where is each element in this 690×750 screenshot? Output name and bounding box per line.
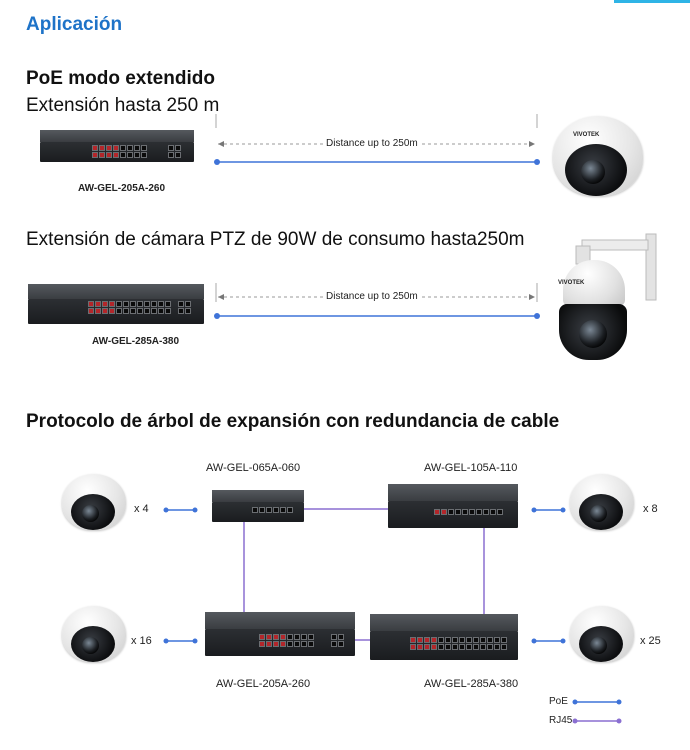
camera-count-top-right: x 8	[643, 503, 658, 515]
diagram-label-105a: AW-GEL-105A-110	[424, 462, 518, 474]
switch-model-label-2: AW-GEL-285A-380	[92, 336, 180, 347]
distance-label-2: Distance up to 250m	[323, 291, 421, 302]
switch-aw-gel-205a-260	[205, 612, 355, 656]
top-accent-bar	[614, 0, 690, 3]
switch-aw-gel-285a-380-top	[28, 284, 204, 324]
switch-aw-gel-285a-380	[370, 614, 518, 660]
heading-poe-extended: PoE modo extendido	[26, 68, 215, 89]
camera-count-bottom-right: x 25	[640, 635, 661, 647]
switch-aw-gel-105a-110	[388, 484, 518, 528]
heading-stp: Protocolo de árbol de expansión con redu…	[26, 411, 560, 432]
poe-link-1	[214, 159, 540, 165]
legend-label-rj45: RJ45	[549, 715, 573, 726]
switch-aw-gel-065a-060	[212, 490, 304, 522]
ptz-bracket	[575, 233, 657, 301]
dome-camera-bottom-left	[62, 606, 126, 666]
switch-aw-gel-205a-260-top	[40, 130, 194, 162]
dome-camera-top-right	[570, 474, 634, 534]
diagram-label-285a: AW-GEL-285A-380	[424, 678, 519, 690]
camera-count-top-left: x 4	[134, 503, 149, 515]
camera-brand-ptz: VIVOTEK	[558, 280, 585, 286]
diagram-label-205a: AW-GEL-205A-260	[216, 678, 311, 690]
poe-link-2	[214, 313, 540, 319]
rj45-links	[243, 508, 485, 641]
dome-camera-1: VIVOTEK	[553, 116, 643, 200]
subheading-extension-250: Extensión hasta 250 m	[26, 95, 220, 116]
heading-application: Aplicación	[26, 14, 123, 35]
diagram-label-065a: AW-GEL-065A-060	[206, 462, 301, 474]
ptz-camera: VIVOTEK	[555, 250, 631, 362]
dome-camera-bottom-right	[570, 606, 634, 666]
legend-label-poe: PoE	[549, 696, 568, 707]
subheading-extension-ptz: Extensión de cámara PTZ de 90W de consum…	[26, 229, 525, 250]
distance-label-1: Distance up to 250m	[323, 138, 421, 149]
poe-links	[163, 507, 566, 644]
camera-brand-1: VIVOTEK	[573, 132, 600, 138]
camera-count-bottom-left: x 16	[131, 635, 152, 647]
legend-lines	[572, 699, 622, 724]
switch-model-label-1: AW-GEL-205A-260	[78, 183, 166, 194]
dome-camera-top-left	[62, 474, 126, 534]
